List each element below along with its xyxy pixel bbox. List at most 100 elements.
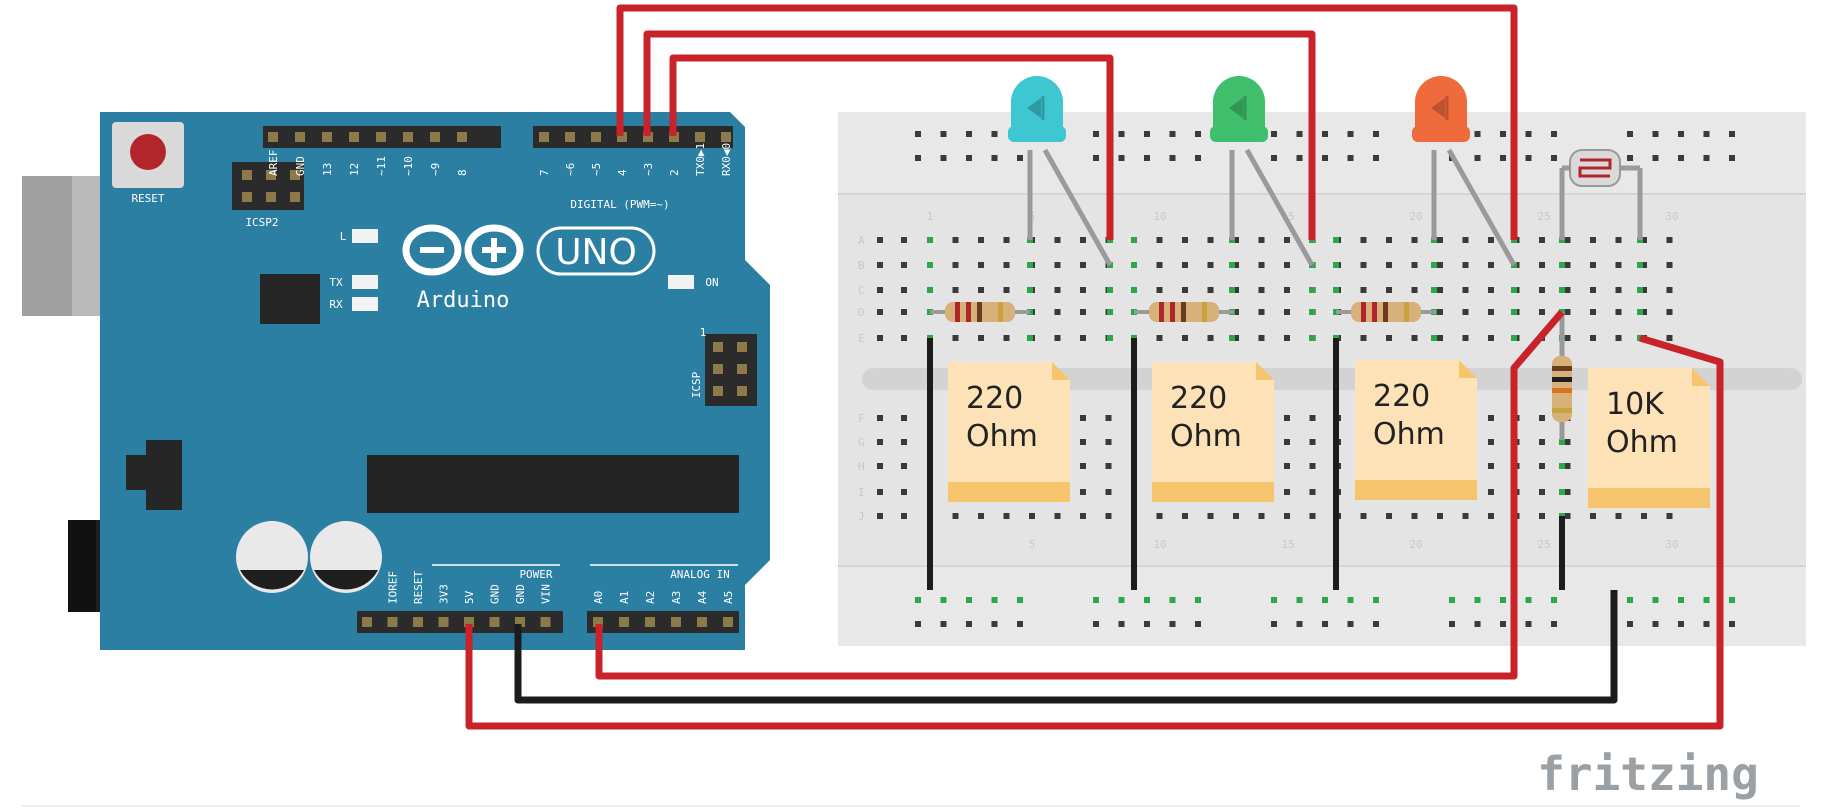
- header-pin-label: A0: [592, 591, 605, 604]
- rail-hole: [966, 131, 972, 137]
- connected-hole: [1511, 309, 1517, 315]
- breadboard-hole: [901, 489, 907, 495]
- connected-hole: [1309, 287, 1315, 293]
- breadboard-hole: [1309, 439, 1316, 445]
- breadboard-hole: [1258, 513, 1265, 519]
- header-pin-label: AREF: [267, 150, 280, 177]
- wire-a0-sensor: [595, 309, 1565, 680]
- breadboard-hole: [1105, 415, 1112, 421]
- breadboard-hole: [1539, 489, 1545, 495]
- header-pin-label: VIN: [540, 584, 553, 604]
- breadboard-hole: [1054, 287, 1061, 293]
- breadboard-hole: [1590, 513, 1596, 519]
- rail-hole: [1169, 621, 1176, 627]
- connected-hole: [1703, 597, 1710, 603]
- column-number: 30: [1665, 210, 1678, 223]
- breadboard-hole: [1539, 262, 1545, 268]
- connected-hole: [1500, 597, 1506, 603]
- connected-hole: [1322, 597, 1328, 603]
- breadboard-hole: [1666, 513, 1673, 519]
- rail-hole: [1017, 621, 1023, 627]
- breadboard-hole: [1258, 237, 1265, 243]
- rail-hole: [1551, 621, 1557, 627]
- rail-hole: [915, 131, 921, 137]
- breadboard-hole: [1539, 237, 1545, 243]
- breadboard-hole: [1564, 309, 1571, 315]
- breadboard-hole: [877, 237, 883, 243]
- led: [1008, 76, 1066, 142]
- breadboard-hole: [901, 513, 907, 519]
- board-pcb: [100, 112, 770, 650]
- breadboard-hole: [978, 287, 984, 293]
- breadboard-hole: [1590, 262, 1596, 268]
- connected-hole: [1637, 287, 1643, 293]
- breadboard-hole: [1105, 513, 1112, 519]
- rail-hole: [1729, 621, 1735, 627]
- connected-hole: [1027, 335, 1033, 341]
- rail-hole: [1296, 155, 1303, 161]
- connected-hole: [1449, 597, 1455, 603]
- connected-hole: [1347, 597, 1354, 603]
- rail-hole: [1017, 155, 1023, 161]
- rail-hole: [1195, 131, 1201, 137]
- connected-hole: [1559, 262, 1565, 268]
- led: [1210, 76, 1268, 142]
- rail-hole: [1195, 155, 1201, 161]
- connected-hole: [1131, 262, 1137, 268]
- note-line2: Ohm: [1373, 417, 1445, 452]
- note-line1: 220: [966, 381, 1023, 416]
- breadboard-hole: [1564, 262, 1571, 268]
- rail-hole: [1296, 131, 1303, 137]
- breadboard-hole: [1386, 513, 1392, 519]
- breadboard-hole: [1488, 489, 1494, 495]
- icsp-pin1-label: 1: [700, 326, 707, 339]
- bottom-header-pins: [362, 617, 733, 627]
- breadboard-hole: [1233, 262, 1239, 268]
- breadboard-hole: [877, 463, 883, 469]
- rail-hole: [1678, 621, 1684, 627]
- connected-hole: [940, 597, 947, 603]
- breadboard-hole: [1488, 439, 1494, 445]
- header-pin: [619, 617, 629, 627]
- breadboard-hole: [1156, 237, 1163, 243]
- header-pin-label: ~10: [402, 156, 415, 176]
- connected-hole: [1559, 489, 1565, 495]
- breadboard-hole: [1615, 513, 1622, 519]
- breadboard-hole: [1309, 463, 1316, 469]
- breadboard-hole: [1284, 287, 1290, 293]
- breadboard-hole: [1309, 415, 1316, 421]
- breadboard-hole: [1437, 335, 1443, 341]
- breadboard-hole: [1080, 439, 1086, 445]
- small-chip: [260, 274, 320, 324]
- breadboard-hole: [901, 335, 907, 341]
- wire-pin2-blue-led: [669, 54, 1114, 240]
- reset-button-cap[interactable]: [130, 134, 166, 170]
- breadboard-hole: [1641, 513, 1647, 519]
- header-pin: [430, 132, 440, 142]
- rail-hole: [1474, 155, 1481, 161]
- rail-hole: [1347, 621, 1354, 627]
- breadboard-hole: [1105, 463, 1112, 469]
- breadboard-hole: [1462, 335, 1469, 341]
- led-l-label: L: [340, 230, 347, 243]
- header-pin-label: ~11: [375, 156, 388, 176]
- breadboard-hole: [952, 237, 959, 243]
- led-rx-label: RX: [329, 298, 343, 311]
- rail-hole: [1169, 131, 1176, 137]
- breadboard-hole: [1539, 309, 1545, 315]
- capacitor: [236, 521, 308, 593]
- header-pin-label: TX0▶1: [694, 143, 707, 176]
- resistor-220-3: [1336, 302, 1436, 322]
- row-letter: B: [858, 259, 865, 272]
- digital-header: [263, 126, 733, 148]
- connected-hole: [1093, 597, 1099, 603]
- breadboard-hole: [1080, 513, 1086, 519]
- row-letter: D: [858, 306, 865, 319]
- rail-hole: [1627, 131, 1633, 137]
- connected-hole: [927, 287, 933, 293]
- connected-hole: [1474, 597, 1481, 603]
- rail-hole: [1703, 155, 1710, 161]
- header-pin: [268, 132, 278, 142]
